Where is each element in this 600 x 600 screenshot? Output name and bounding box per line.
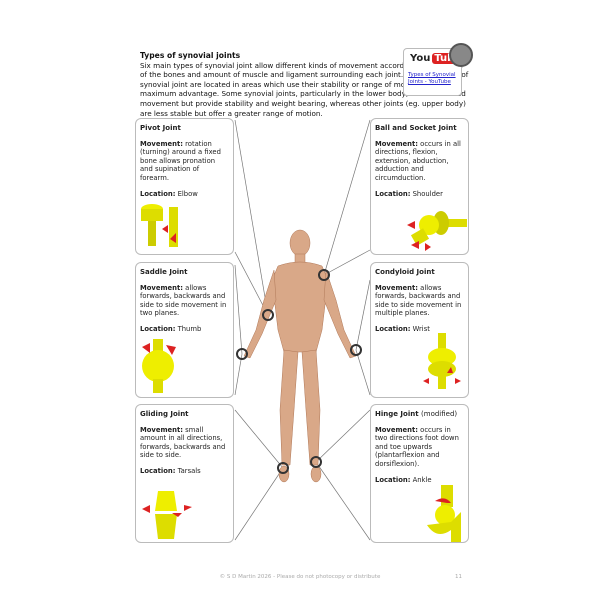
card-location: Location: Ankle	[375, 475, 432, 484]
card-hinge-joint: Hinge Joint (modified) Movement: occurs …	[370, 404, 469, 543]
film-reel-icon	[449, 43, 473, 67]
logo-you: You	[410, 53, 431, 64]
card-saddle-joint: Saddle Joint Movement: allows forwards, …	[135, 262, 234, 398]
hinge-joint-illustration	[427, 485, 461, 542]
youtube-link[interactable]: Types of Synovial Joints - YouTube	[408, 72, 456, 85]
pivot-joint-illustration	[141, 204, 178, 247]
card-title: Gliding Joint	[140, 410, 189, 418]
ball-socket-illustration	[407, 211, 467, 251]
card-gliding-joint: Gliding Joint Movement: small amount in …	[135, 404, 234, 543]
card-movement: Movement: small amount in all directions…	[140, 425, 226, 460]
card-movement: Movement: occurs in all directions, flex…	[375, 139, 461, 182]
intro: Types of synovial joints Six main types …	[140, 51, 470, 118]
card-movement: Movement: occurs in two directions foot …	[375, 425, 459, 468]
card-pivot-joint: Pivot Joint Movement: rotation (turning)…	[135, 118, 234, 255]
card-location: Location: Elbow	[140, 189, 198, 198]
joint-markers	[236, 269, 362, 474]
card-title: Ball and Socket Joint	[375, 124, 457, 132]
logo-tube: Tube	[432, 53, 464, 64]
card-movement: Movement: rotation (turning) around a fi…	[140, 139, 221, 182]
card-location: Location: Thumb	[140, 324, 202, 333]
card-title: Condyloid Joint	[375, 268, 435, 276]
card-condyloid-joint: Condyloid Joint Movement: allows forward…	[370, 262, 469, 398]
card-ball-and-socket-joint: Ball and Socket Joint Movement: occurs i…	[370, 118, 469, 255]
card-title: Saddle Joint	[140, 268, 188, 276]
condyloid-joint-illustration	[423, 333, 461, 389]
human-figure	[243, 229, 357, 483]
card-location: Location: Shoulder	[375, 189, 443, 198]
page-number: 11	[455, 574, 462, 580]
card-movement: Movement: allows forwards, backwards and…	[140, 283, 227, 318]
card-title: Pivot Joint	[140, 124, 181, 132]
card-location: Location: Tarsals	[140, 466, 201, 475]
card-title: Hinge Joint (modified)	[375, 410, 458, 418]
saddle-joint-illustration	[142, 339, 176, 393]
footer-copyright: © S D Martin 2026 - Please do not photoc…	[219, 574, 381, 580]
card-movement: Movement: allows forwards, backwards and…	[375, 283, 462, 318]
card-location: Location: Wrist	[375, 324, 430, 333]
intro-title: Types of synovial joints	[140, 51, 241, 60]
gliding-joint-illustration	[142, 491, 192, 539]
intro-text: Six main types of synovial joint allow d…	[140, 60, 469, 118]
